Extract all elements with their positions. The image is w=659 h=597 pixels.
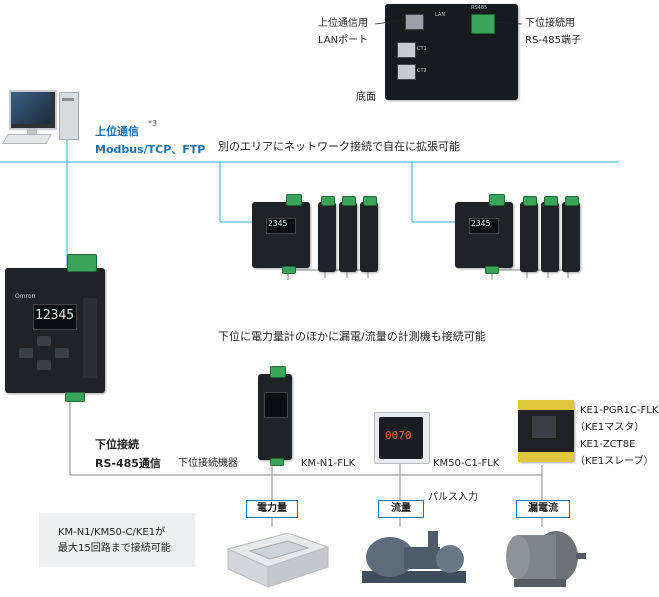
rs485-terminal — [471, 14, 495, 34]
remote-slave-a3 — [360, 196, 378, 272]
bottom-view-label: 底面 — [356, 92, 376, 103]
main-unit-terminal — [67, 254, 97, 272]
ke1-label-4: （KE1スレーブ） — [575, 456, 654, 467]
ct1-mark: CT1 — [417, 46, 427, 52]
lan-port — [405, 14, 424, 30]
bottom-view-right-label-2: RS-485端子 — [525, 35, 581, 46]
ct2-port — [397, 64, 416, 80]
bottom-view-device: LAN RS485 CT1 CT2 — [385, 4, 518, 100]
remote-slave-b2 — [541, 196, 559, 272]
pump-icon — [362, 531, 466, 583]
note-box: KM-N1/KM50-C/KE1が 最大15回路まで接続可能 — [39, 513, 195, 567]
km-n1-device — [258, 366, 292, 466]
tag-flow: 流量 — [378, 500, 424, 518]
main-unit-rs485 — [65, 392, 85, 402]
remote-main-a: 2345 — [252, 194, 310, 274]
ke1-label-3: KE1-ZCT8E — [580, 439, 636, 450]
note-line-2: 最大15回路まで接続可能 — [58, 543, 171, 554]
km-n1-label: KM-N1-FLK — [301, 458, 356, 469]
main-unit-brand: Omron — [15, 293, 36, 300]
bottom-view-left-label-1: 上位通信用 — [318, 18, 368, 29]
km50-display: 0070 — [385, 429, 412, 442]
ke1-label-2: （KE1マスタ） — [575, 422, 645, 433]
tag-power: 電力量 — [246, 500, 298, 518]
tag-leak: 漏電流 — [516, 500, 570, 518]
ke1-device — [518, 400, 574, 462]
remote-slave-b1 — [520, 196, 538, 272]
km50-label: KM50-C1-FLK — [433, 458, 500, 469]
air-conditioner-icon — [226, 532, 330, 588]
ct2-mark: CT2 — [417, 68, 427, 74]
pc-icon — [2, 88, 83, 148]
upper-comm-description: 別のエリアにネットワーク接続で自在に拡張可能 — [218, 140, 460, 153]
lan-mark: LAN — [435, 12, 446, 18]
remote-slave-a2 — [339, 196, 357, 272]
note-line-1: KM-N1/KM50-C/KE1が — [58, 527, 166, 538]
upper-comm-note: *3 — [148, 119, 158, 128]
ke1-label-1: KE1-PGR1C-FLK — [580, 405, 659, 416]
pointer-lines — [374, 19, 523, 25]
main-unit-screen — [33, 304, 77, 330]
main-unit-keypad — [15, 336, 75, 372]
main-unit-display: 12345 — [35, 308, 75, 323]
rs-mark: RS485 — [471, 5, 488, 11]
bottom-view-left-label-2: LANポート — [318, 35, 369, 46]
remote-slave-a1 — [318, 196, 336, 272]
lower-devices-label: 下位接続機器 — [178, 458, 238, 469]
remote-main-b: 2345 — [455, 194, 513, 274]
upper-comm-protocol: Modbus/TCP、FTP — [95, 143, 206, 156]
lower-title: 下位接続 — [95, 438, 139, 451]
lower-comm: RS-485通信 — [95, 457, 161, 470]
km50-device: 0070 — [374, 412, 430, 464]
main-unit: Omron 12345 — [5, 254, 105, 402]
remote-display-a: 2345 — [268, 219, 288, 228]
remote-slave-b3 — [562, 196, 580, 272]
upper-comm-title: 上位通信 — [95, 125, 139, 138]
bottom-view-right-label-1: 下位接続用 — [525, 18, 575, 29]
lower-description: 下位に電力量計のほかに漏電/流量の計測機も接続可能 — [218, 330, 486, 343]
remote-display-b: 2345 — [471, 219, 491, 228]
motor-icon — [506, 531, 586, 587]
ct1-port — [397, 42, 416, 58]
pulse-label: パルス入力 — [428, 492, 478, 503]
